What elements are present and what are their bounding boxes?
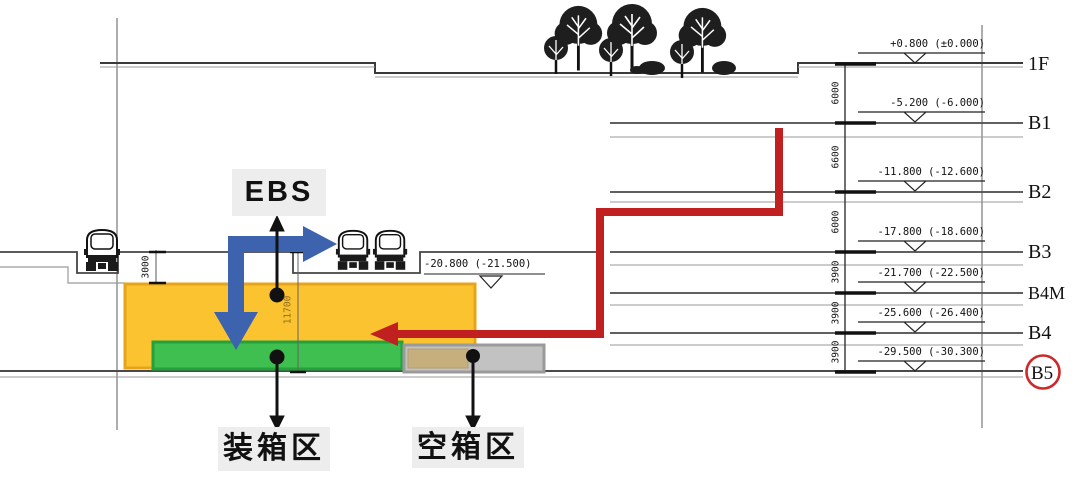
level-label-b4m: B4M [1028,283,1066,303]
elevation-b3: -17.800 (-18.600) [877,226,985,238]
road-profile [0,251,598,284]
tree-icons [542,2,736,80]
dock-dimension [149,250,166,285]
empty-box-zone-label: 空箱区 [412,427,524,468]
height-dim-b4m-b4: 3900 [830,301,842,325]
height-dim-1f-b1: 6000 [830,81,842,105]
flow-arrow-red [370,128,783,346]
level-label-b4: B4 [1028,322,1052,344]
elevation-markers [858,52,985,372]
level-label-b5: B5 [1031,363,1054,384]
height-dim-b2-b3: 6000 [830,210,842,234]
height-dim-b1-b2: 6600 [830,145,842,169]
elevation-b2: -11.800 (-12.600) [877,166,985,178]
b5-highlight-circle [1025,354,1061,390]
level-label-b1: B1 [1028,112,1052,134]
elevation-1f: +0.800 (±0.000) [890,38,985,50]
elevation-b4m: -21.700 (-22.500) [877,267,985,279]
elevation-b5: -29.500 (-30.300) [877,346,985,358]
ebs-label: EBS [232,169,326,216]
level-label-1f: 1F [1028,53,1050,75]
elevation-b1: -5.200 (-6.000) [890,97,985,109]
height-dimension-column [835,62,876,374]
height-dim-b4-b5: 3900 [830,340,842,364]
platform-elevation-marker [424,273,545,289]
pointer-arrows [269,214,481,432]
height-dim-b3-b4m: 3900 [830,260,842,284]
flow-arrow-blue [214,226,337,350]
level-label-b3: B3 [1028,241,1052,263]
elevation-b4: -25.600 (-26.400) [877,307,985,319]
dock-dim-text: 3000 [140,255,152,279]
packing-zone-label: 装箱区 [218,427,330,471]
platform-elevation-text: -20.800 (-21.500) [424,258,532,270]
ground-line [100,62,1023,78]
shaft-dim-text: 11700 [282,295,294,325]
level-label-b2: B2 [1028,181,1052,203]
